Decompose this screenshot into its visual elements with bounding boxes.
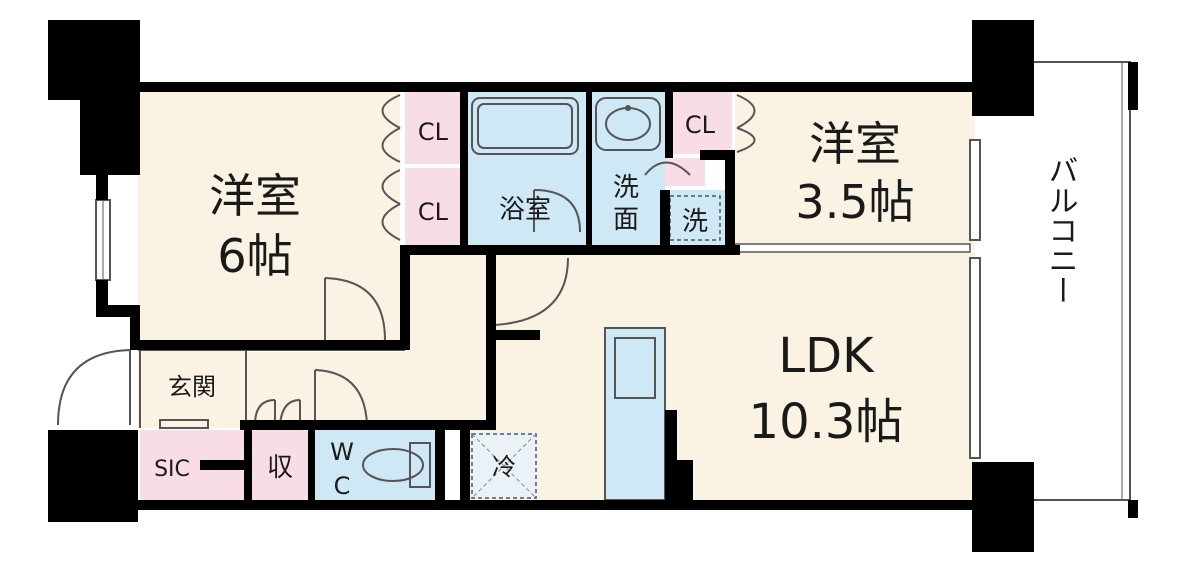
column-top-right	[972, 20, 1034, 116]
closet-2-label: CL	[418, 198, 449, 226]
column-bottom-left	[48, 430, 138, 522]
balcony-label: バルコニー	[1043, 155, 1078, 305]
bathroom-label: 浴室	[499, 195, 551, 225]
window-inner-35	[734, 243, 971, 253]
western-room-6-floor	[138, 88, 405, 345]
storage-label: 収	[267, 453, 293, 483]
western-room-35-size: 3.5帖	[795, 175, 914, 229]
sic-label: SIC	[154, 457, 190, 482]
closet-1-floor	[405, 92, 460, 164]
column-top-left	[48, 20, 140, 100]
western-room-35-floor	[735, 88, 975, 250]
laundry-label: 洗	[682, 207, 708, 237]
western-room-6-name: 洋室	[209, 169, 301, 223]
western-room-6-size: 6帖	[217, 229, 292, 283]
washroom-label-line2: 面	[613, 205, 639, 235]
ldk-name: LDK	[778, 328, 875, 384]
wc-label-line2: C	[334, 472, 351, 500]
balcony-outline	[1030, 61, 1131, 501]
toilet	[362, 448, 424, 482]
hall-floor	[240, 252, 492, 420]
entrance-label: 玄関	[168, 373, 216, 401]
wc-label-line1: W	[330, 438, 354, 466]
column-bottom-right	[972, 462, 1034, 552]
floor-fills	[138, 88, 975, 505]
labels: 洋室 6帖 洋室 3.5帖 LDK 10.3帖 CL CL CL 浴室 洗 面 …	[154, 111, 1077, 500]
window-right-lower	[969, 257, 981, 459]
bathroom-floor	[464, 92, 586, 246]
western-room-35-name: 洋室	[809, 117, 901, 171]
ldk-floor	[470, 252, 975, 505]
laundry-floor	[665, 190, 725, 246]
walls	[48, 20, 1034, 552]
window-right-upper	[969, 139, 981, 241]
kitchen-sink	[614, 337, 656, 399]
storage-floor	[252, 430, 308, 502]
bathtub	[471, 97, 579, 155]
washroom-floor	[590, 92, 665, 246]
closet-3-label: CL	[685, 111, 716, 139]
washroom-label-line1: 洗	[613, 173, 639, 203]
entrance-floor	[138, 350, 246, 428]
windows	[95, 61, 1138, 518]
laundry-pan	[669, 195, 721, 241]
closet-1-label: CL	[418, 118, 449, 146]
closet-3-floor	[672, 92, 732, 154]
fridge-label: 冷	[492, 453, 516, 481]
wash-basin	[595, 97, 661, 151]
closet-2-floor	[405, 168, 460, 246]
ldk-size: 10.3帖	[749, 394, 904, 450]
